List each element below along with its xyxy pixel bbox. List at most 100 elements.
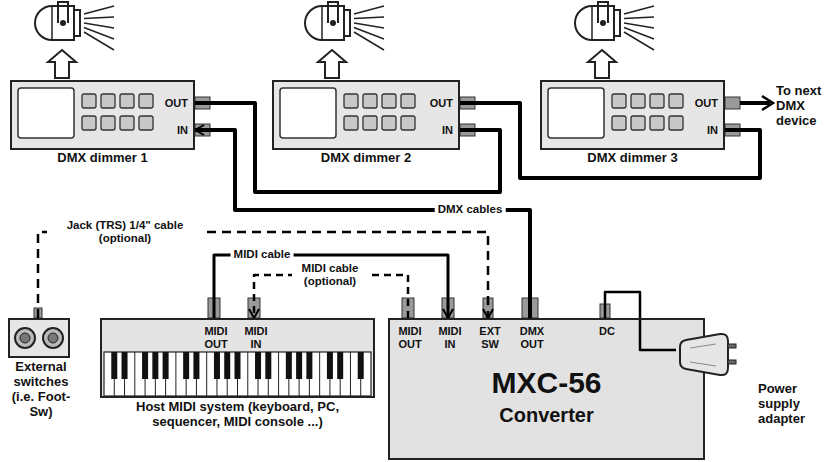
light-ray <box>624 32 654 50</box>
black-key <box>337 352 343 379</box>
cable-label: MIDI cable (optional) <box>292 262 368 288</box>
lamp-body <box>591 6 593 40</box>
dmx-dimmer-box: OUTINDMX dimmer 2 <box>272 80 460 150</box>
dimmer-button <box>101 116 115 130</box>
dimmer-button <box>650 116 664 130</box>
dimmer-button <box>120 94 134 108</box>
control-arrow <box>318 50 346 78</box>
cable <box>460 103 760 178</box>
dimmer-display <box>18 88 74 138</box>
light-ray <box>84 6 114 14</box>
port-label: MIDI IN <box>238 325 274 350</box>
dimmer-button <box>669 94 683 108</box>
cable-label: MIDI cable <box>231 248 294 261</box>
lamp-yoke <box>328 2 338 23</box>
dimmer-button <box>631 94 645 108</box>
light-ray <box>624 6 654 14</box>
port-label: MIDI IN <box>432 325 468 350</box>
free-label: To next DMX device <box>776 84 838 129</box>
foot-switch <box>43 328 63 348</box>
node-heading: DMX dimmer 1 <box>12 151 193 166</box>
dmx-cable-out <box>740 101 770 105</box>
lamp-pivot <box>600 20 606 26</box>
white-key <box>247 352 248 396</box>
lamp-yoke <box>58 2 68 23</box>
port-label: EXT SW <box>472 325 508 350</box>
dimmer-button <box>382 94 396 108</box>
control-arrow <box>588 50 616 78</box>
dimmer-button <box>120 116 134 130</box>
control-arrow <box>48 50 76 78</box>
lamp-lens <box>614 10 620 36</box>
dimmer-button <box>363 116 377 130</box>
light-ray <box>84 23 114 28</box>
dimmer-button <box>612 94 626 108</box>
cable <box>214 255 448 318</box>
power-adapter: Power supply adapter <box>676 322 740 380</box>
port-label: IN <box>177 124 188 137</box>
cable <box>195 130 530 318</box>
light-ray <box>84 17 114 19</box>
lamp-yoke <box>598 2 608 23</box>
dimmer-button <box>82 116 96 130</box>
adapter-outline <box>676 322 740 380</box>
foot-switch <box>48 333 58 343</box>
black-key <box>296 352 302 379</box>
lamp-body <box>51 6 53 40</box>
foot-switch <box>20 333 30 343</box>
dimmer-button <box>344 116 358 130</box>
light-ray <box>624 28 654 40</box>
light-ray <box>624 17 654 19</box>
dimmer-button <box>669 116 683 130</box>
cable-label: Jack (TRS) 1/4" cable (optional) <box>47 219 203 245</box>
white-key <box>206 352 207 396</box>
black-key <box>142 352 148 379</box>
white-key <box>175 352 176 396</box>
lamp-body <box>321 6 323 40</box>
dimmer-button <box>382 116 396 130</box>
dimmer-button <box>650 94 664 108</box>
dimmer-button <box>631 116 645 130</box>
dimmer-button <box>101 94 115 108</box>
black-key <box>224 352 230 379</box>
port-label: MIDI OUT <box>198 325 234 350</box>
node-heading: Power supply adapter <box>758 382 820 427</box>
black-key <box>214 352 220 379</box>
lamp-lens <box>74 10 80 36</box>
plug-pin <box>728 360 736 364</box>
white-key <box>134 352 135 396</box>
plug-pin <box>728 344 736 348</box>
black-key <box>183 352 189 379</box>
port-label: OUT <box>430 97 453 110</box>
arrow-head <box>762 96 773 110</box>
node-heading: Host MIDI system (keyboard, PC, sequence… <box>102 400 373 430</box>
black-key <box>111 352 117 379</box>
port-label: IN <box>707 124 718 137</box>
dimmer-display <box>548 88 604 138</box>
light-ray <box>354 28 384 40</box>
dimmer-button <box>612 116 626 130</box>
lamp-lens <box>344 10 350 36</box>
dimmer-display <box>280 88 336 138</box>
light-ray <box>84 32 114 50</box>
dmx-dimmer-box: OUTINDMX dimmer 3 <box>540 80 725 150</box>
black-key <box>235 352 241 379</box>
light-ray <box>84 28 114 40</box>
port-label: DC <box>592 325 622 338</box>
black-key <box>163 352 169 379</box>
dimmer-button <box>139 94 153 108</box>
box-fill <box>8 318 70 358</box>
dmx-dimmer-box: OUTINDMX dimmer 1 <box>10 80 195 150</box>
converter-box: MIDI OUTMIDI INEXT SWDMX OUTDCMXC-56Conv… <box>388 318 705 460</box>
dimmer-button <box>82 94 96 108</box>
box-fill <box>388 318 705 460</box>
port-label: IN <box>442 124 453 137</box>
cable <box>605 292 676 350</box>
light-ray <box>354 23 384 28</box>
white-key <box>278 352 279 396</box>
light-ray <box>354 6 384 14</box>
external-switch-box: External switches (i.e. Foot-Sw) <box>8 318 70 358</box>
box-fill <box>100 318 375 398</box>
black-key <box>327 352 333 379</box>
